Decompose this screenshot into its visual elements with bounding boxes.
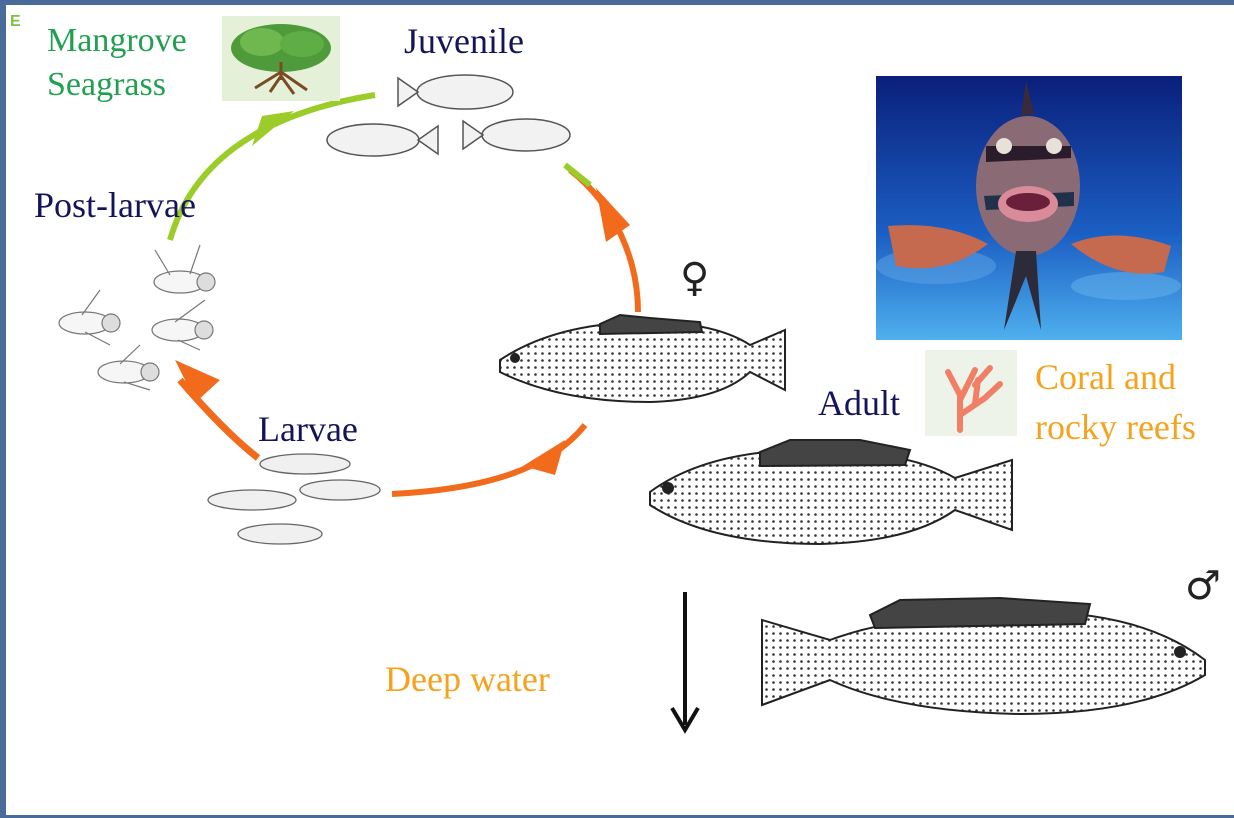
mangrove-image: [222, 16, 340, 101]
arrow-juvenile-to-female: [570, 170, 638, 312]
post-larvae-label: Post-larvae: [34, 186, 196, 226]
coral-label: Coral and: [1035, 358, 1176, 398]
arrow-head-orange-1: [596, 188, 630, 242]
male-symbol: ♂: [1185, 566, 1221, 606]
deep-water-label: Deep water: [385, 660, 550, 700]
grouper-photo: [876, 76, 1182, 340]
mangrove-label: Mangrove: [47, 22, 187, 59]
male-grouper: [762, 598, 1205, 714]
juvenile-fish: [327, 75, 570, 156]
seagrass-label: Seagrass: [47, 66, 166, 103]
female-grouper: [500, 315, 785, 402]
rocky-reefs-label: rocky reefs: [1035, 408, 1196, 448]
larvae-label: Larvae: [258, 410, 358, 450]
juvenile-label: Juvenile: [404, 22, 524, 62]
adult-label: Adult: [818, 384, 900, 424]
coral-image: [925, 350, 1017, 436]
larvae-fish: [208, 454, 380, 544]
female-symbol: ♀: [680, 258, 709, 298]
adult-grouper: [650, 440, 1012, 544]
